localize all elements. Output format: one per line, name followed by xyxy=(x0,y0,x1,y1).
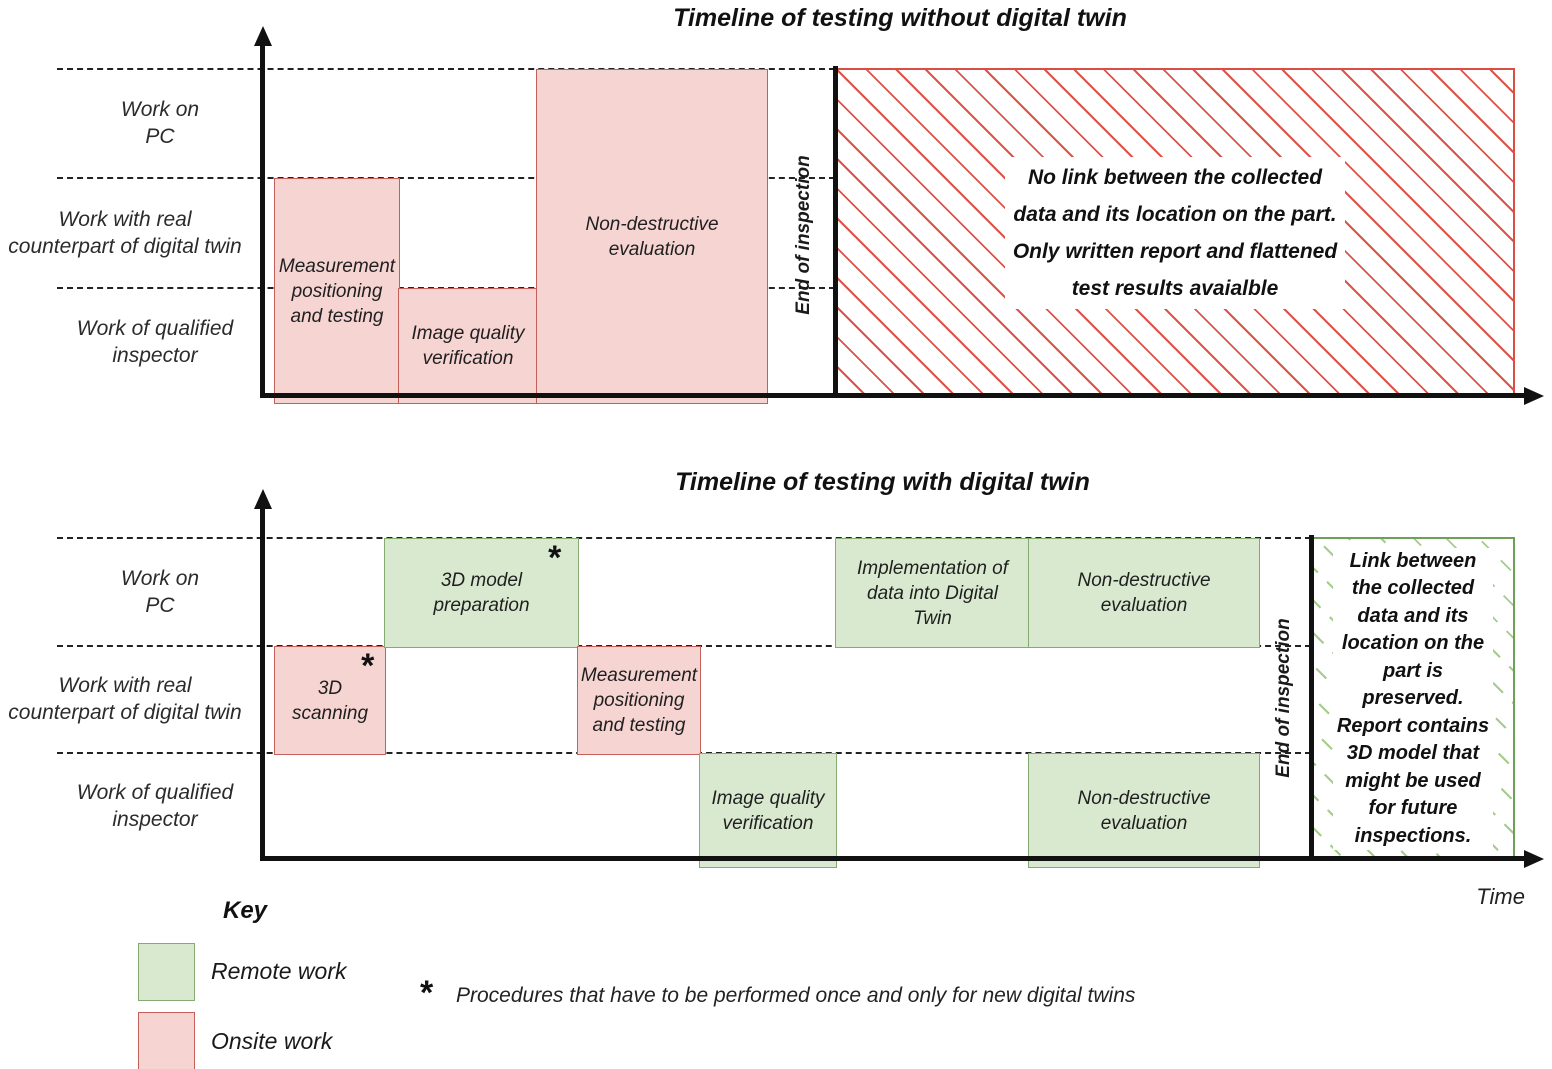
bottom-chart-title: Timeline of testing with digital twin xyxy=(675,468,1090,496)
bottom-box-implementation: Implementation of data into Digital Twin xyxy=(835,538,1030,648)
top-end-of-inspection-line xyxy=(833,66,838,397)
bottom-y-axis xyxy=(260,505,265,861)
time-axis-label: Time xyxy=(1476,884,1525,909)
top-row-label-pc: Work on PC xyxy=(120,98,200,148)
top-row-label-real-counterpart: Work with real counterpart of digital tw… xyxy=(8,208,242,258)
bottom-end-of-inspection-label: End of inspection xyxy=(1273,618,1294,778)
top-hatch-note: No link between the collected data and i… xyxy=(1004,156,1346,309)
bottom-x-axis xyxy=(260,856,1526,861)
key-label-onsite: Onsite work xyxy=(211,1028,333,1054)
top-x-axis xyxy=(260,393,1526,398)
bottom-dash-row1 xyxy=(57,537,1311,539)
asterisk-icon: * xyxy=(546,539,560,577)
top-x-axis-arrow-icon xyxy=(1524,386,1544,405)
key-swatch-remote xyxy=(138,943,195,1001)
bottom-box-image-quality: Image quality verification xyxy=(699,753,837,868)
bottom-row-label-pc: Work on PC xyxy=(120,567,200,617)
top-chart-title: Timeline of testing without digital twin xyxy=(673,4,1127,32)
bottom-hatch-note: Link between the collected data and its … xyxy=(1332,547,1494,851)
top-end-of-inspection-label: End of inspection xyxy=(793,155,814,315)
bottom-hatch-region: Link between the collected data and its … xyxy=(1311,537,1515,861)
bottom-box-3d-scanning: * 3D scanning xyxy=(274,646,386,755)
bottom-box-nde-bottom: Non-destructive evaluation xyxy=(1028,753,1260,868)
bottom-box-3d-model-prep-label: 3D model preparation xyxy=(433,570,530,616)
top-box-nde: Non-destructive evaluation xyxy=(536,69,768,404)
bottom-row-label-inspector: Work of qualified inspector xyxy=(76,781,234,831)
top-box-measurement-positioning: Measurement positioning and testing xyxy=(274,178,400,404)
asterisk-icon: * xyxy=(420,974,434,1012)
top-hatch-region: No link between the collected data and i… xyxy=(835,68,1515,397)
top-dash-row2 xyxy=(57,177,835,179)
bottom-x-axis-arrow-icon xyxy=(1524,849,1544,868)
key-title: Key xyxy=(222,897,268,924)
bottom-box-3d-model-prep: * 3D model preparation xyxy=(384,538,579,648)
bottom-row-label-real-counterpart: Work with real counterpart of digital tw… xyxy=(8,674,242,724)
top-y-axis-arrow-icon xyxy=(253,26,272,46)
top-row-label-inspector: Work of qualified inspector xyxy=(76,317,234,367)
top-y-axis xyxy=(260,42,265,398)
bottom-end-of-inspection-line xyxy=(1309,535,1314,861)
top-dash-row1 xyxy=(57,68,835,70)
asterisk-footnote: Procedures that have to be performed onc… xyxy=(456,984,1136,1007)
asterisk-icon: * xyxy=(359,647,373,685)
bottom-box-3d-scanning-label: 3D scanning xyxy=(291,677,369,724)
key-swatch-onsite xyxy=(138,1012,195,1069)
top-box-image-quality: Image quality verification xyxy=(398,288,538,404)
bottom-box-measurement-positioning: Measurement positioning and testing xyxy=(577,646,701,755)
key-label-remote: Remote work xyxy=(211,958,347,984)
bottom-box-nde-top: Non-destructive evaluation xyxy=(1028,538,1260,648)
bottom-y-axis-arrow-icon xyxy=(253,489,272,509)
